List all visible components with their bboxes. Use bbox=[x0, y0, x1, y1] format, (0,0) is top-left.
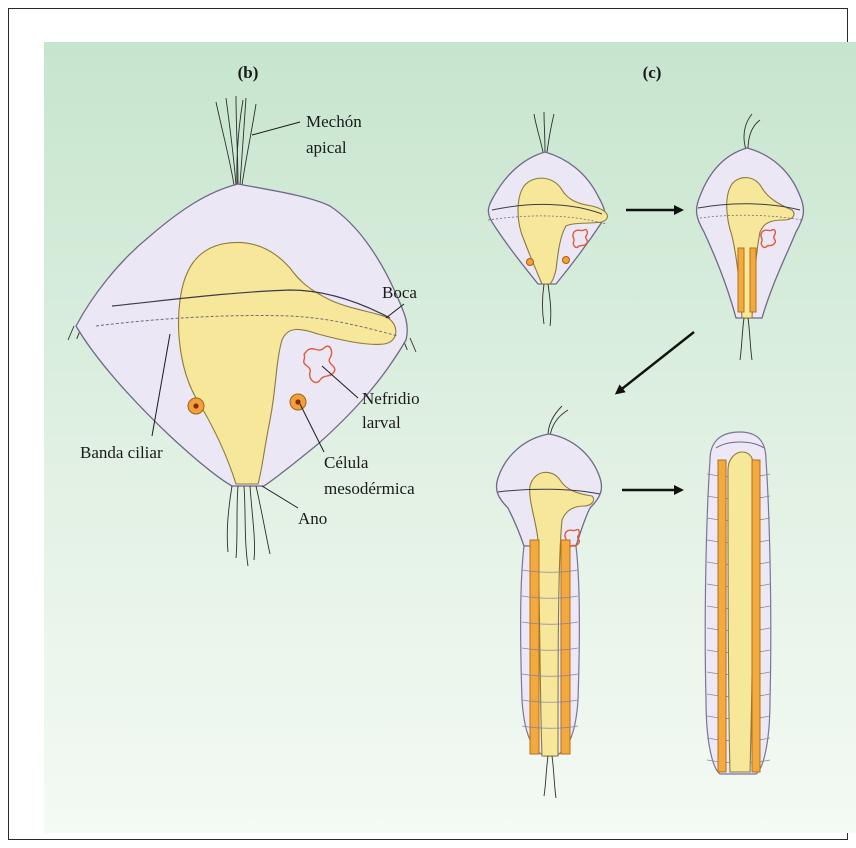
stage-2-mesoderm-band-left bbox=[738, 248, 744, 312]
stage-2-mesoderm-band-right bbox=[750, 248, 756, 312]
label-nephridium-line2: larval bbox=[362, 413, 401, 432]
mesodermal-cell-left-nucleus bbox=[193, 403, 198, 408]
panel-c-heading: (c) bbox=[643, 63, 662, 82]
label-mesodermal-cell-line2: mesodérmica bbox=[324, 479, 415, 498]
mesodermal-cell-right-nucleus bbox=[295, 399, 300, 404]
stage-4-mesoderm-band-right bbox=[752, 460, 760, 772]
panel-b-heading: (b) bbox=[238, 63, 259, 82]
label-ciliary-band: Banda ciliar bbox=[80, 443, 163, 462]
label-apical-tuft-line2: apical bbox=[306, 138, 347, 157]
label-mouth: Boca bbox=[382, 283, 417, 302]
label-anus: Ano bbox=[298, 509, 327, 528]
stage-4-gut bbox=[728, 452, 754, 772]
label-apical-tuft-line1: Mechón bbox=[306, 112, 362, 131]
stage-4-juvenile-worm bbox=[705, 432, 771, 774]
stage-4-mesoderm-band-left bbox=[718, 460, 726, 772]
label-mesodermal-cell-line1: Célula bbox=[324, 453, 369, 472]
label-nephridium-line1: Nefridio bbox=[362, 389, 420, 408]
